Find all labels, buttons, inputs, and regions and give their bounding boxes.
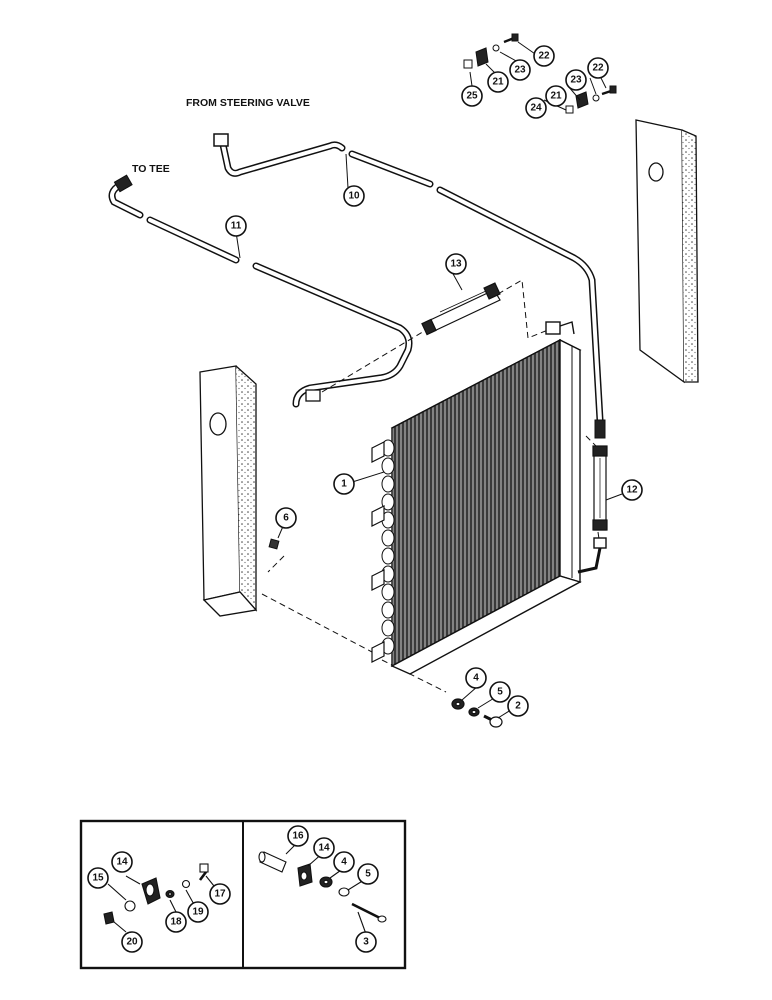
callout-19-text: 19 xyxy=(192,907,204,918)
callout-21-bottom-text: 21 xyxy=(550,91,562,102)
callout-24-text: 24 xyxy=(530,103,542,114)
callout-16-text: 16 xyxy=(292,831,304,842)
callout-12-text: 12 xyxy=(626,485,638,496)
callout-20 xyxy=(121,931,143,953)
callout-4-main xyxy=(465,667,487,689)
callout-1 xyxy=(333,473,355,495)
callout-18-text: 18 xyxy=(170,917,182,928)
callout-13 xyxy=(445,253,467,275)
callout-25 xyxy=(461,85,483,107)
callout-17 xyxy=(209,883,231,905)
callout-6 xyxy=(275,507,297,529)
oil-cooler xyxy=(371,321,607,675)
callout-17-text: 17 xyxy=(214,889,226,900)
callout-18 xyxy=(165,911,187,933)
left-bracket xyxy=(199,365,258,617)
callout-23-bottom xyxy=(565,69,587,91)
callout-2 xyxy=(507,695,529,717)
inset-left-parts xyxy=(103,863,215,933)
callout-11-text: 11 xyxy=(231,221,242,232)
callout-23-bottom-text: 23 xyxy=(570,75,582,86)
callout-14-right-text: 14 xyxy=(318,843,330,854)
callout-14-left xyxy=(111,851,133,873)
callout-2-text: 2 xyxy=(515,701,521,712)
callout-5-main-text: 5 xyxy=(497,687,503,698)
callout-15-text: 15 xyxy=(92,873,104,884)
callout-19 xyxy=(187,901,209,923)
callout-25-text: 25 xyxy=(466,91,478,102)
callout-1-text: 1 xyxy=(341,479,347,490)
to-tee-label: TO TEE xyxy=(132,163,170,175)
callout-20-text: 20 xyxy=(126,937,138,948)
callout-13-text: 13 xyxy=(450,259,462,270)
inset-right-parts xyxy=(258,841,387,935)
hardware-4-5-2 xyxy=(451,698,503,728)
callout-21-bottom xyxy=(545,85,567,107)
callout-4-inset-text: 4 xyxy=(341,857,347,868)
callout-23-top-text: 23 xyxy=(514,65,526,76)
clip-hardware-top xyxy=(463,33,617,114)
callout-21-top-text: 21 xyxy=(492,77,504,88)
callout-3-text: 3 xyxy=(363,937,369,948)
callout-4-main-text: 4 xyxy=(473,673,479,684)
callout-14-right xyxy=(313,837,335,859)
callout-5-inset xyxy=(357,863,379,885)
callout-22-bottom xyxy=(587,57,609,79)
callout-14-left-text: 14 xyxy=(116,857,128,868)
callout-4-inset xyxy=(333,851,355,873)
callout-22-top xyxy=(533,45,555,67)
callout-circles xyxy=(87,45,643,953)
callout-12 xyxy=(621,479,643,501)
right-bracket xyxy=(635,119,699,384)
callout-11 xyxy=(225,215,247,237)
tube-10 xyxy=(213,133,606,439)
callout-3 xyxy=(355,931,377,953)
from-steering-valve-label: FROM STEERING VALVE xyxy=(186,97,310,109)
callout-6-text: 6 xyxy=(283,513,289,524)
callout-16 xyxy=(287,825,309,847)
callout-22-top-text: 22 xyxy=(538,51,550,62)
callout-5-inset-text: 5 xyxy=(365,869,371,880)
callout-23-top xyxy=(509,59,531,81)
tube-11 xyxy=(108,174,413,408)
callout-5-main xyxy=(489,681,511,703)
callout-10-text: 10 xyxy=(348,191,360,202)
hose-12 xyxy=(592,445,608,531)
callout-15 xyxy=(87,867,109,889)
fitting-13 xyxy=(421,282,501,336)
callout-21-top xyxy=(487,71,509,93)
callout-22-bottom-text: 22 xyxy=(592,63,604,74)
callout-10 xyxy=(343,185,365,207)
nut-6 xyxy=(268,538,280,550)
callout-24 xyxy=(525,97,547,119)
